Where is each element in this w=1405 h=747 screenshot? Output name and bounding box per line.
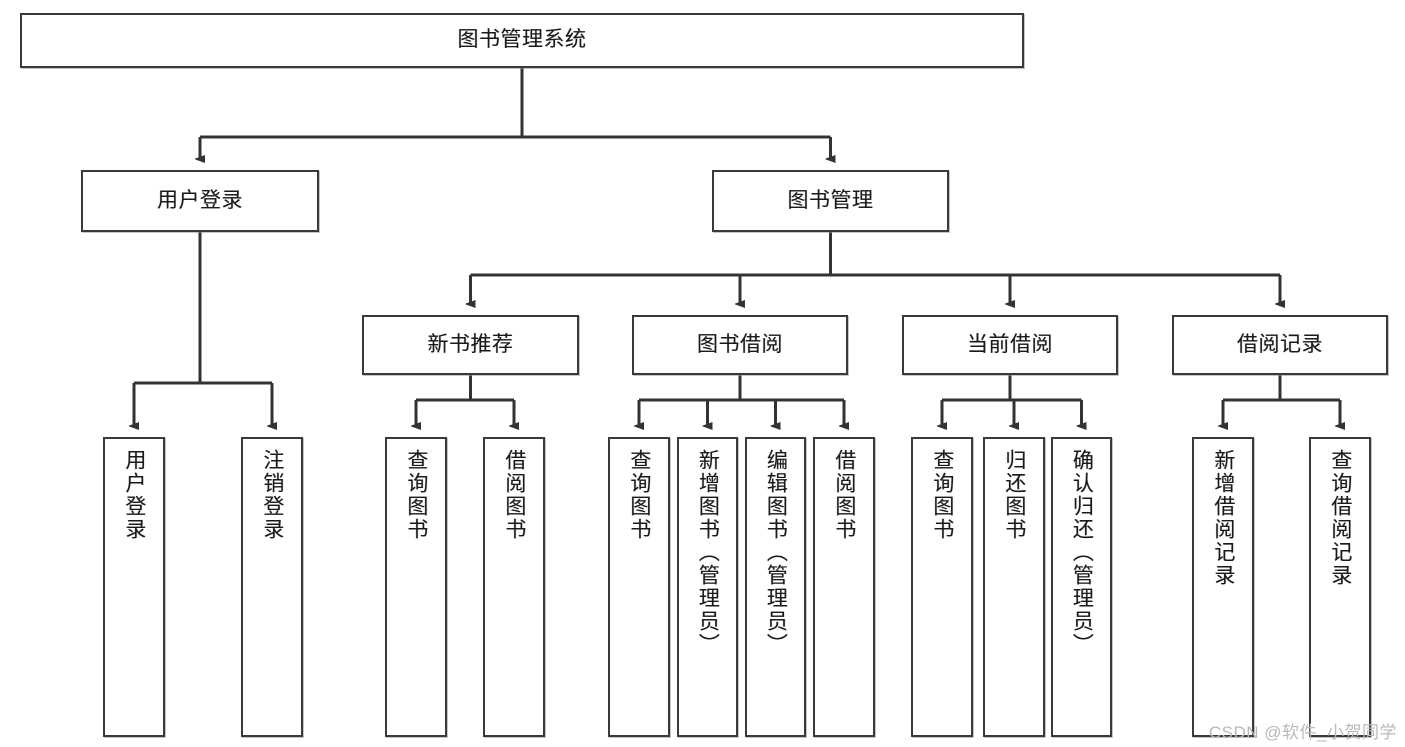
node-label: 用户登录 <box>122 449 146 541</box>
node-book-management[interactable]: 图书管理 <box>712 170 949 232</box>
node-current-borrow[interactable]: 当前借阅 <box>902 315 1118 375</box>
node-borrow-record[interactable]: 借阅记录 <box>1172 315 1388 375</box>
node-label: 借阅图书 <box>502 449 526 541</box>
node-leaf-query-book-current[interactable]: 查询图书 <box>911 437 973 737</box>
node-leaf-query-borrow-record[interactable]: 查询借阅记录 <box>1309 437 1371 737</box>
node-new-book-recommend[interactable]: 新书推荐 <box>362 315 579 375</box>
node-label: 借阅图书 <box>832 449 856 541</box>
node-leaf-return-book[interactable]: 归还图书 <box>983 437 1045 737</box>
node-label: 查询图书 <box>404 449 428 541</box>
node-label: 当前借阅 <box>967 332 1053 356</box>
node-leaf-add-book[interactable]: 新增图书（管理员） <box>677 437 738 737</box>
node-label: 确认归还（管理员） <box>1070 449 1094 656</box>
node-leaf-query-book-borrow[interactable]: 查询图书 <box>608 437 670 737</box>
node-label: 注销登录 <box>260 449 284 541</box>
node-leaf-user-login[interactable]: 用户登录 <box>103 437 165 737</box>
node-label: 图书管理 <box>787 188 874 212</box>
node-label: 图书借阅 <box>697 332 783 356</box>
node-book-borrow[interactable]: 图书借阅 <box>632 315 848 375</box>
watermark: CSDN @软件_小贺同学 <box>1208 723 1397 742</box>
node-leaf-borrow-book-recommend[interactable]: 借阅图书 <box>483 437 545 737</box>
node-label: 查询图书 <box>627 449 651 541</box>
node-leaf-query-book-recommend[interactable]: 查询图书 <box>385 437 447 737</box>
node-label: 新书推荐 <box>427 332 514 356</box>
node-leaf-user-logout[interactable]: 注销登录 <box>241 437 303 737</box>
node-user-login[interactable]: 用户登录 <box>81 170 319 232</box>
node-leaf-edit-book[interactable]: 编辑图书（管理员） <box>745 437 806 737</box>
node-label: 新增借阅记录 <box>1211 449 1235 587</box>
node-label: 编辑图书（管理员） <box>764 449 788 656</box>
node-root[interactable]: 图书管理系统 <box>20 13 1024 68</box>
node-label: 新增图书（管理员） <box>696 449 720 656</box>
node-label: 借阅记录 <box>1237 332 1323 356</box>
node-leaf-borrow-book[interactable]: 借阅图书 <box>813 437 875 737</box>
node-label: 用户登录 <box>157 188 243 212</box>
node-label: 查询图书 <box>930 449 954 541</box>
node-leaf-confirm-return[interactable]: 确认归还（管理员） <box>1051 437 1112 737</box>
node-label: 归还图书 <box>1002 449 1026 541</box>
node-label: 查询借阅记录 <box>1328 449 1352 587</box>
node-label: 图书管理系统 <box>457 28 587 52</box>
node-leaf-add-borrow-record[interactable]: 新增借阅记录 <box>1192 437 1254 737</box>
